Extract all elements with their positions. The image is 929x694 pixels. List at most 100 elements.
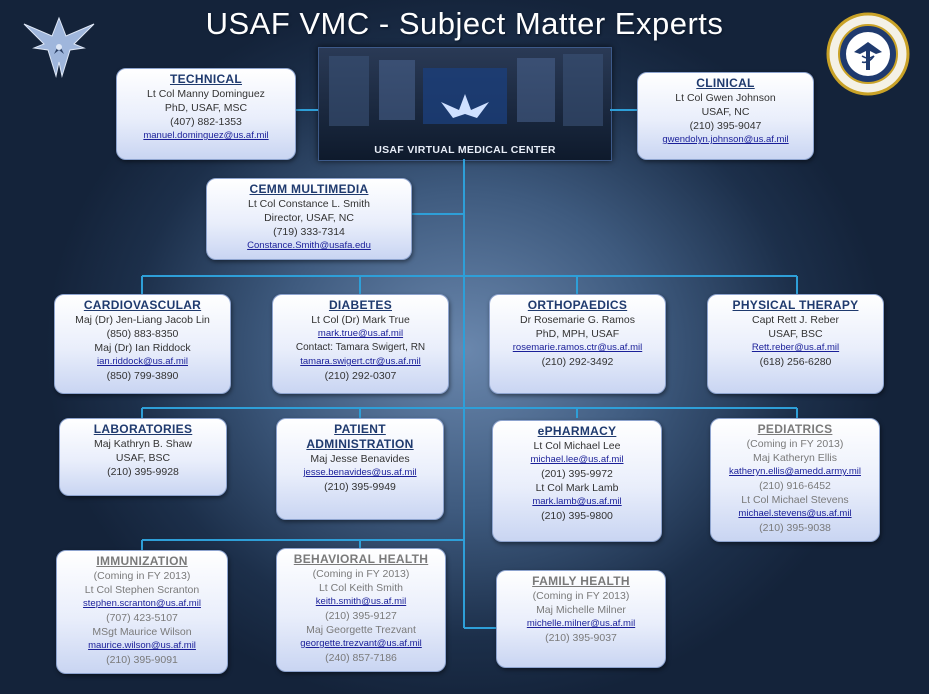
clinical-heading: CLINICAL bbox=[696, 76, 755, 90]
behavioral-health-email-link-2[interactable]: georgette.trezvant@us.af.mil bbox=[300, 638, 422, 649]
family-health-email-link[interactable]: michelle.milner@us.af.mil bbox=[526, 618, 636, 629]
patient-administration-name: Maj Jesse Benavides bbox=[310, 453, 410, 465]
immunization-phone-1: (707) 423-5107 bbox=[106, 612, 178, 624]
immunization-coming-note: (Coming in FY 2013) bbox=[93, 570, 191, 582]
air-force-wing-symbol-icon bbox=[23, 16, 95, 78]
pediatrics-heading: PEDIATRICS bbox=[757, 422, 833, 436]
diabetes-email-link-1[interactable]: mark.true@us.af.mil bbox=[317, 328, 404, 339]
laboratories-box: LABORATORIES Maj Kathryn B. Shaw USAF, B… bbox=[59, 418, 227, 496]
orthopaedics-phone: (210) 292-3492 bbox=[541, 356, 614, 368]
physical-therapy-name: Capt Rett J. Reber bbox=[752, 314, 839, 326]
laboratories-credentials: USAF, BSC bbox=[115, 452, 171, 464]
epharmacy-heading: ePHARMACY bbox=[537, 424, 617, 438]
cardiovascular-name-1: Maj (Dr) Jen-Liang Jacob Lin bbox=[75, 314, 210, 326]
pediatrics-box: PEDIATRICS (Coming in FY 2013) Maj Kathe… bbox=[710, 418, 880, 542]
pediatrics-phone-2: (210) 395-9038 bbox=[759, 522, 831, 534]
epharmacy-box: ePHARMACY Lt Col Michael Lee michael.lee… bbox=[492, 420, 662, 542]
immunization-email-link-2[interactable]: maurice.wilson@us.af.mil bbox=[88, 640, 196, 651]
epharmacy-name-1: Lt Col Michael Lee bbox=[533, 440, 621, 452]
pediatrics-phone-1: (210) 916-6452 bbox=[759, 480, 831, 492]
epharmacy-email-link-2[interactable]: mark.lamb@us.af.mil bbox=[532, 496, 622, 507]
technical-name: Lt Col Manny Dominguez bbox=[147, 88, 265, 100]
diabetes-contact: Contact: Tamara Swigert, RN bbox=[295, 342, 426, 353]
pediatrics-email-link-2[interactable]: michael.stevens@us.af.mil bbox=[738, 508, 852, 519]
orthopaedics-credentials: PhD, MPH, USAF bbox=[535, 328, 620, 340]
cardiovascular-box: CARDIOVASCULAR Maj (Dr) Jen-Liang Jacob … bbox=[54, 294, 231, 394]
diabetes-email-link-2[interactable]: tamara.swigert.ctr@us.af.mil bbox=[300, 356, 421, 367]
laboratories-phone: (210) 395-9928 bbox=[107, 466, 179, 478]
technical-phone: (407) 882-1353 bbox=[170, 116, 242, 128]
cemm-phone: (719) 333-7314 bbox=[273, 226, 345, 238]
technical-email-link[interactable]: manuel.dominguez@us.af.mil bbox=[143, 130, 269, 141]
clinical-box: CLINICAL Lt Col Gwen Johnson USAF, NC (2… bbox=[637, 72, 814, 160]
medical-service-seal-icon bbox=[826, 12, 910, 96]
family-health-heading: FAMILY HEALTH bbox=[532, 574, 630, 588]
immunization-name-2: MSgt Maurice Wilson bbox=[92, 626, 192, 638]
behavioral-health-phone-2: (240) 857-7186 bbox=[325, 652, 397, 664]
family-health-name: Maj Michelle Milner bbox=[536, 604, 626, 616]
family-health-coming-note: (Coming in FY 2013) bbox=[532, 590, 630, 602]
family-health-phone: (210) 395-9037 bbox=[545, 632, 617, 644]
cemm-title: Director, USAF, NC bbox=[264, 212, 354, 224]
pediatrics-name-1: Maj Katheryn Ellis bbox=[752, 452, 838, 464]
epharmacy-name-2: Lt Col Mark Lamb bbox=[535, 482, 619, 494]
physical-therapy-credentials: USAF, BSC bbox=[768, 328, 823, 340]
virtual-medical-center-banner: USAF VIRTUAL MEDICAL CENTER bbox=[318, 47, 612, 161]
physical-therapy-email-link[interactable]: Rett.reber@us.af.mil bbox=[751, 342, 840, 353]
immunization-heading: IMMUNIZATION bbox=[96, 554, 188, 568]
cardiovascular-phone-1: (850) 883-8350 bbox=[106, 328, 179, 340]
cemm-multimedia-box: CEMM MULTIMEDIA Lt Col Constance L. Smit… bbox=[206, 178, 412, 260]
patient-administration-phone: (210) 395-9949 bbox=[324, 481, 396, 493]
cardiovascular-phone-2: (850) 799-3890 bbox=[106, 370, 179, 382]
page-title: USAF VMC - Subject Matter Experts bbox=[205, 6, 724, 41]
technical-box: TECHNICAL Lt Col Manny Dominguez PhD, US… bbox=[116, 68, 296, 160]
immunization-box: IMMUNIZATION (Coming in FY 2013) Lt Col … bbox=[56, 550, 228, 674]
laboratories-name: Maj Kathryn B. Shaw bbox=[93, 438, 193, 450]
behavioral-health-box: BEHAVIORAL HEALTH (Coming in FY 2013) Lt… bbox=[276, 548, 446, 672]
immunization-email-link-1[interactable]: stephen.scranton@us.af.mil bbox=[83, 598, 201, 609]
orthopaedics-email-link[interactable]: rosemarie.ramos.ctr@us.af.mil bbox=[512, 342, 643, 353]
behavioral-health-heading: BEHAVIORAL HEALTH bbox=[293, 552, 429, 566]
physical-therapy-phone: (618) 256-6280 bbox=[759, 356, 832, 368]
pediatrics-email-link-1[interactable]: katheryn.ellis@amedd.army.mil bbox=[729, 466, 861, 477]
behavioral-health-phone-1: (210) 395-9127 bbox=[325, 610, 397, 622]
technical-heading: TECHNICAL bbox=[169, 72, 243, 86]
wing-emblem-icon bbox=[441, 94, 489, 118]
physical-therapy-heading: PHYSICAL THERAPY bbox=[732, 298, 859, 312]
epharmacy-phone-2: (210) 395-9800 bbox=[541, 510, 613, 522]
family-health-box: FAMILY HEALTH (Coming in FY 2013) Maj Mi… bbox=[496, 570, 666, 668]
patient-administration-heading-2: ADMINISTRATION bbox=[306, 437, 414, 451]
orthopaedics-heading: ORTHOPAEDICS bbox=[527, 298, 628, 312]
cemm-heading: CEMM MULTIMEDIA bbox=[249, 182, 369, 196]
immunization-phone-2: (210) 395-9091 bbox=[106, 654, 178, 666]
banner-label: USAF VIRTUAL MEDICAL CENTER bbox=[374, 144, 556, 156]
cemm-name: Lt Col Constance L. Smith bbox=[248, 198, 370, 210]
patient-administration-box: PATIENT ADMINISTRATION Maj Jesse Benavid… bbox=[276, 418, 444, 520]
behavioral-health-coming-note: (Coming in FY 2013) bbox=[312, 568, 410, 580]
epharmacy-email-link-1[interactable]: michael.lee@us.af.mil bbox=[530, 454, 624, 465]
cardiovascular-name-2: Maj (Dr) Ian Riddock bbox=[94, 342, 191, 354]
cardiovascular-email-link[interactable]: ian.riddock@us.af.mil bbox=[97, 356, 188, 367]
clinical-phone: (210) 395-9047 bbox=[689, 120, 762, 132]
laboratories-heading: LABORATORIES bbox=[93, 422, 193, 436]
diabetes-box: DIABETES Lt Col (Dr) Mark True mark.true… bbox=[272, 294, 449, 394]
patient-administration-email-link[interactable]: jesse.benavides@us.af.mil bbox=[303, 467, 417, 478]
behavioral-health-name-2: Maj Georgette Trezvant bbox=[306, 624, 416, 636]
clinical-email-link[interactable]: gwendolyn.johnson@us.af.mil bbox=[662, 134, 789, 145]
clinical-name: Lt Col Gwen Johnson bbox=[675, 92, 776, 104]
pediatrics-name-2: Lt Col Michael Stevens bbox=[741, 494, 849, 506]
diabetes-phone: (210) 292-0307 bbox=[324, 370, 397, 382]
orthopaedics-name: Dr Rosemarie G. Ramos bbox=[520, 314, 635, 326]
technical-credentials: PhD, USAF, MSC bbox=[164, 102, 248, 114]
clinical-credentials: USAF, NC bbox=[701, 106, 750, 118]
behavioral-health-email-link-1[interactable]: keith.smith@us.af.mil bbox=[315, 596, 407, 607]
immunization-name-1: Lt Col Stephen Scranton bbox=[84, 584, 200, 596]
patient-administration-heading-1: PATIENT bbox=[334, 422, 386, 436]
diabetes-name: Lt Col (Dr) Mark True bbox=[311, 314, 410, 326]
epharmacy-phone-1: (201) 395-9972 bbox=[541, 468, 613, 480]
cemm-email-link[interactable]: Constance.Smith@usafa.edu bbox=[247, 240, 371, 251]
diabetes-heading: DIABETES bbox=[328, 298, 393, 312]
behavioral-health-name-1: Lt Col Keith Smith bbox=[318, 582, 404, 594]
pediatrics-coming-note: (Coming in FY 2013) bbox=[746, 438, 844, 450]
